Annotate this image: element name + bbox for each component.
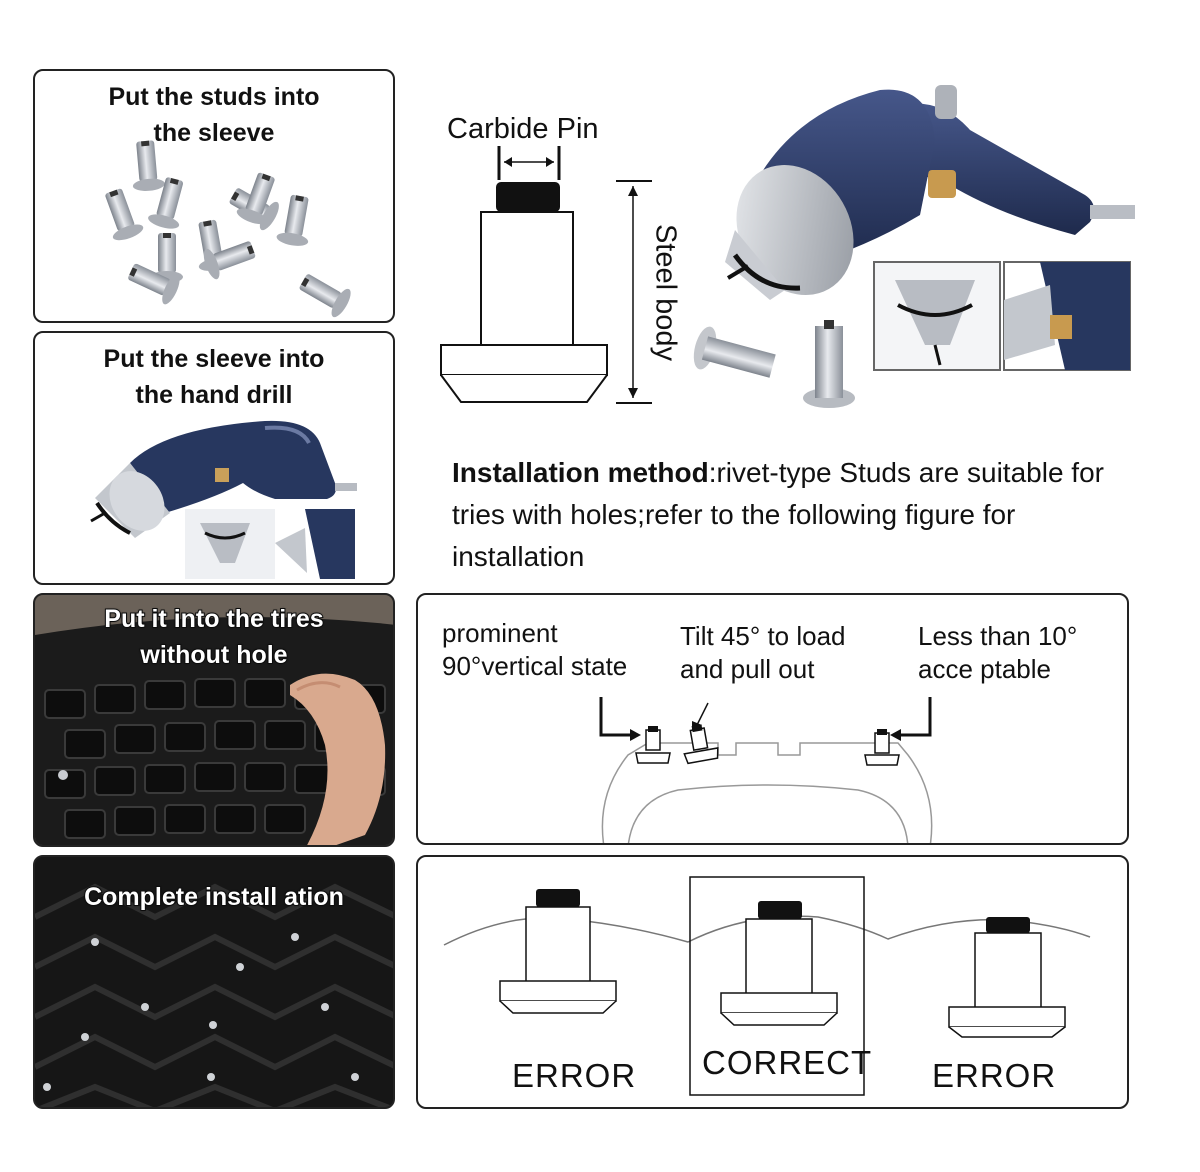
- studs-pile-illustration: [105, 140, 351, 318]
- step-title: Put the studs into the sleeve: [108, 83, 320, 147]
- step-title: Put the sleeve into the hand drill: [103, 345, 325, 409]
- step-title: Put it into the tires without hole: [103, 604, 324, 670]
- installation-heading: Installation method: [452, 457, 709, 488]
- installation-description: :rivet-type Studs are suitable for tries…: [452, 457, 1104, 572]
- studded-tire-illustration: [35, 857, 393, 1107]
- error-caption-left: ERROR: [512, 1057, 637, 1094]
- tire-placement-panel: prominent 90°vertical state Tilt 45° to …: [416, 593, 1129, 845]
- step-complete-installation: Complete install ation: [33, 855, 395, 1109]
- tire-photo-illustration: [35, 595, 393, 845]
- tilt-label: Tilt 45° to load and pull out: [680, 621, 846, 684]
- correct-caption: CORRECT: [702, 1044, 873, 1081]
- vertical-state-label: prominent 90°vertical state: [442, 618, 628, 681]
- stud-depth-comparison-panel: ERROR CORRECT ERROR: [416, 855, 1129, 1109]
- error-caption-right: ERROR: [932, 1057, 1057, 1094]
- step-sleeve-into-drill: Put the sleeve into the hand drill: [33, 331, 395, 585]
- installation-method-text: Installation method:rivet-type Studs are…: [452, 452, 1152, 578]
- hand-drill-small-illustration: [90, 420, 357, 579]
- acceptable-label: Less than 10° acce ptable: [918, 621, 1078, 684]
- tire-profile-diagram: [599, 697, 933, 843]
- carbide-pin-label: Carbide Pin: [447, 113, 599, 145]
- step-into-tires: Put it into the tires without hole: [33, 593, 395, 847]
- steel-body-label: Steel body: [649, 223, 682, 362]
- step-title: Complete install ation: [83, 882, 345, 912]
- step-studs-into-sleeve: Put the studs into the sleeve: [33, 69, 395, 323]
- stud-depth-comparison-diagram: [443, 876, 1091, 1096]
